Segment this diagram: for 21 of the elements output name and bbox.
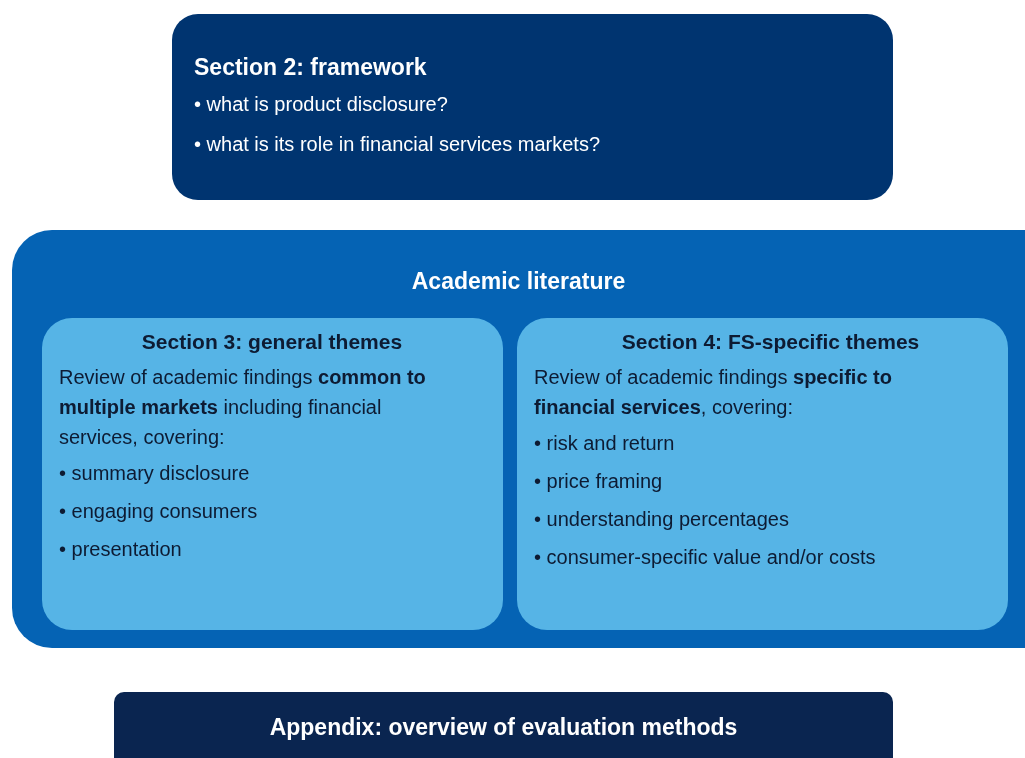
bullet-item: • summary disclosure [59, 461, 251, 486]
heading: Section 2: framework [194, 54, 428, 81]
bullet-item: • price framing [534, 469, 664, 494]
section-box [517, 318, 1008, 630]
bullet-item: • engaging consumers [59, 499, 259, 524]
appendix-box [114, 692, 893, 758]
bullet-item: • presentation [59, 537, 183, 562]
bullet-item: • what is its role in financial services markets? [194, 132, 602, 157]
bullet-item: • risk and return [534, 431, 676, 456]
section-box [42, 318, 503, 630]
bullet-item: • what is product disclosure? [194, 92, 449, 117]
section-box [172, 14, 893, 200]
bullet-item: • understanding percentages [534, 507, 790, 532]
group-panel [12, 230, 1025, 648]
description: Review of academic findings common to multiple markets including financial services, covering: [59, 365, 427, 450]
heading: Section 3: general themes [140, 330, 404, 354]
heading: Academic literature [410, 268, 627, 295]
heading: Appendix: overview of evaluation methods [268, 714, 739, 741]
heading: Section 4: FS-specific themes [620, 330, 921, 354]
description: Review of academic findings specific to financial services, covering: [534, 365, 893, 420]
bullet-item: • consumer-specific value and/or costs [534, 545, 877, 570]
